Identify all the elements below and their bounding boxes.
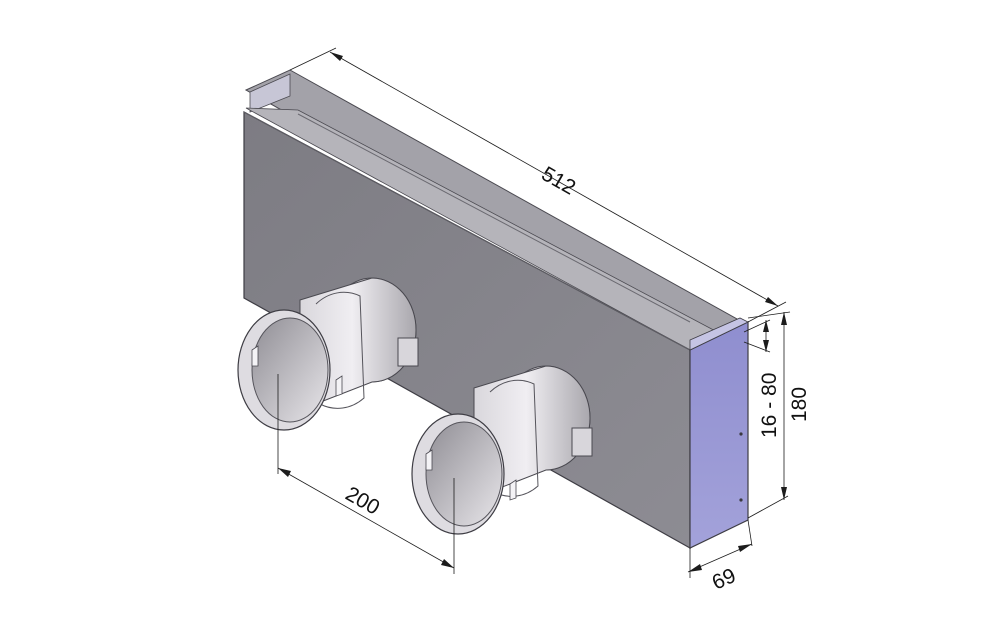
length-dimension-line xyxy=(329,51,779,307)
right-collar-ring xyxy=(489,379,539,497)
slot-arrow-bottom xyxy=(763,340,769,352)
side-screw-hole-lower xyxy=(739,498,743,502)
depth-extension-right xyxy=(747,519,753,547)
box-front-edge xyxy=(243,111,691,351)
slot-label: 16 - 80 xyxy=(758,373,781,438)
dimension-slot: 16 - 80 xyxy=(743,319,781,438)
side-screw-hole-upper xyxy=(739,432,743,436)
left-spigot-tab-upper xyxy=(251,345,259,367)
depth-label: 69 xyxy=(709,564,740,595)
length-label: 512 xyxy=(538,162,580,199)
box-side-face xyxy=(689,321,749,549)
right-spigot-tab-lower xyxy=(509,479,517,501)
height-extension-bottom xyxy=(747,495,789,519)
right-spigot-tab-upper xyxy=(425,449,433,471)
height-label: 180 xyxy=(788,387,811,422)
depth-arrow-left xyxy=(688,564,702,572)
box-front-groove xyxy=(297,113,691,323)
spacing-arrow-right xyxy=(441,559,454,568)
depth-arrow-right xyxy=(738,544,752,552)
spacing-arrow-left xyxy=(278,468,291,477)
slot-extension-bottom xyxy=(743,341,771,353)
spacing-dimension-line xyxy=(277,467,455,569)
left-collar-ring xyxy=(315,291,365,409)
left-spigot xyxy=(237,277,419,431)
right-collar-clip xyxy=(571,427,593,457)
slot-extension-top xyxy=(743,319,771,333)
left-collar-clip xyxy=(397,337,419,367)
right-spigot xyxy=(411,365,593,535)
dimension-height: 180 xyxy=(747,311,811,519)
height-extension-top xyxy=(747,311,791,319)
length-arrow-right xyxy=(765,297,778,306)
height-arrow-top xyxy=(781,312,787,325)
right-spigot-inner xyxy=(425,421,503,527)
length-extension-left xyxy=(289,47,337,71)
box-top-inner-wall xyxy=(249,73,291,113)
slot-arrow-top xyxy=(763,320,769,332)
left-spigot-inner xyxy=(251,317,329,423)
length-arrow-left xyxy=(330,52,343,61)
dimension-length: 512 xyxy=(289,47,787,323)
left-spigot-tab-lower xyxy=(335,375,343,397)
length-extension-right xyxy=(747,301,787,323)
height-arrow-bottom xyxy=(781,487,787,500)
spacing-label: 200 xyxy=(342,482,384,519)
